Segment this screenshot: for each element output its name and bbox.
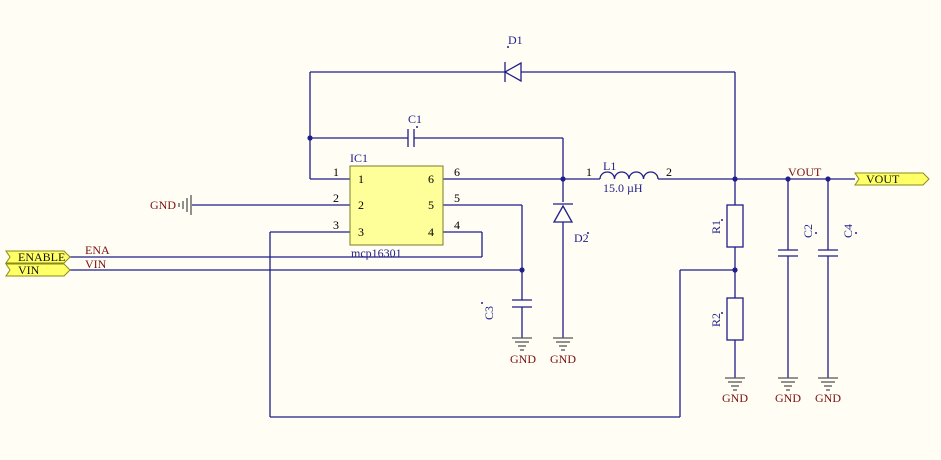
capacitor-c2[interactable]: C2 bbox=[778, 224, 817, 257]
port-vin[interactable]: VIN bbox=[5, 263, 71, 277]
junction bbox=[307, 135, 313, 141]
ic1-pin3-number: 3 bbox=[333, 218, 339, 232]
ic1-pin1-number: 1 bbox=[333, 165, 339, 179]
ground-d2[interactable]: GND bbox=[550, 337, 576, 366]
c4-ref: C4 bbox=[841, 224, 855, 238]
gnd-d2-label: GND bbox=[550, 352, 576, 366]
net-label-vin: VIN bbox=[85, 257, 107, 271]
ic1-part: mcp16301 bbox=[351, 246, 402, 260]
inductor-l1[interactable]: L1 15.0 µH 1 2 bbox=[586, 159, 672, 195]
ic1[interactable]: IC1 mcp16301 1 2 3 4 5 6 1 2 3 4 5 6 bbox=[333, 151, 460, 260]
ground-gnd-left[interactable]: GND bbox=[150, 195, 192, 215]
net-label-vout: VOUT bbox=[788, 165, 822, 179]
gnd-c4-label: GND bbox=[815, 391, 841, 405]
capacitor-c4[interactable]: C4 bbox=[818, 224, 857, 257]
gnd-r2-label: GND bbox=[722, 391, 748, 405]
r2-ref: R2 bbox=[709, 313, 723, 327]
wires bbox=[68, 71, 855, 418]
gnd-left-label: GND bbox=[150, 198, 176, 212]
junction bbox=[732, 267, 738, 273]
l1-pin1-number: 1 bbox=[586, 165, 592, 179]
ic1-pin2-number: 2 bbox=[333, 191, 339, 205]
capacitor-c3[interactable]: C3 bbox=[481, 299, 532, 320]
d2-ref: D2 bbox=[574, 231, 589, 245]
ground-c2[interactable]: GND bbox=[775, 377, 801, 405]
r1-ref: R1 bbox=[709, 220, 723, 234]
ic1-pin4-number: 4 bbox=[454, 218, 460, 232]
ic1-pin6-number: 6 bbox=[454, 165, 460, 179]
resistor-r2[interactable]: R2 bbox=[709, 297, 744, 341]
capacitor-c1[interactable]: C1 bbox=[407, 112, 422, 147]
ic1-pin1-inner: 1 bbox=[358, 172, 364, 186]
c2-ref: C2 bbox=[801, 224, 815, 238]
gnd-c3-label: GND bbox=[510, 352, 536, 366]
ic1-pin4-inner: 4 bbox=[428, 225, 434, 239]
port-vout[interactable]: VOUT bbox=[854, 172, 930, 186]
ic1-ref: IC1 bbox=[350, 151, 368, 165]
ground-r2[interactable]: GND bbox=[722, 377, 748, 405]
ic1-pin5-inner: 5 bbox=[428, 198, 434, 212]
port-enable[interactable]: ENABLE bbox=[5, 250, 71, 264]
l1-pin2-number: 2 bbox=[666, 165, 672, 179]
d1-ref: D1 bbox=[508, 33, 523, 47]
l1-value: 15.0 µH bbox=[603, 181, 643, 195]
l1-ref: L1 bbox=[603, 159, 616, 173]
c1-ref: C1 bbox=[408, 112, 422, 126]
ic1-body[interactable] bbox=[349, 165, 444, 246]
net-label-ena: ENA bbox=[85, 243, 110, 257]
gnd-c2-label: GND bbox=[775, 391, 801, 405]
port-vin-label: VIN bbox=[18, 263, 40, 277]
junction bbox=[519, 267, 525, 273]
resistor-r1[interactable]: R1 bbox=[709, 204, 744, 248]
ic1-pin6-inner: 6 bbox=[428, 172, 434, 186]
port-vout-label: VOUT bbox=[866, 172, 900, 186]
junction bbox=[560, 176, 566, 182]
ground-c3[interactable]: GND bbox=[510, 337, 536, 366]
junction bbox=[732, 176, 738, 182]
junction bbox=[785, 176, 791, 182]
diode-d2[interactable]: D2 bbox=[552, 203, 589, 245]
ic1-pin3-inner: 3 bbox=[358, 225, 364, 239]
c3-ref: C3 bbox=[482, 306, 496, 320]
junctions bbox=[307, 135, 831, 273]
ground-c4[interactable]: GND bbox=[815, 377, 841, 405]
ic1-pin5-number: 5 bbox=[454, 191, 460, 205]
port-enable-label: ENABLE bbox=[18, 250, 65, 264]
diode-d1[interactable]: D1 bbox=[503, 33, 523, 83]
ic1-pin2-inner: 2 bbox=[358, 198, 364, 212]
junction bbox=[825, 176, 831, 182]
